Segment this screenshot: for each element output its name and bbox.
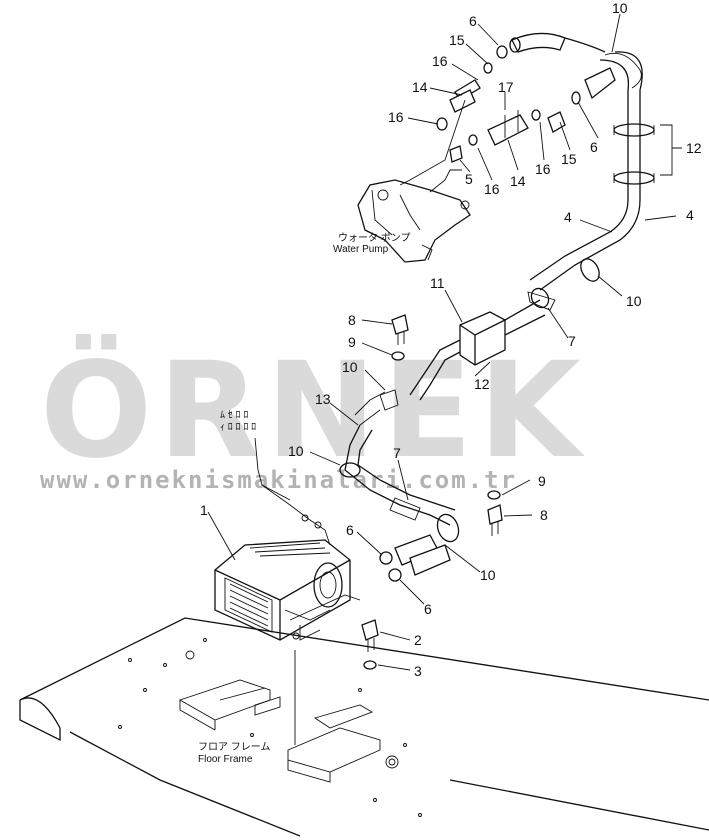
sensor-label: ﾑ ｾ ﾛ ﾛ: [220, 409, 248, 421]
muffler: [409, 287, 556, 401]
callout-16: 16: [484, 181, 500, 197]
callout-6: 6: [346, 522, 354, 538]
watermark-brand: ÖRNEK: [40, 334, 587, 488]
callout-8: 8: [348, 312, 356, 328]
callout-16: 16: [535, 161, 551, 177]
main-pipe: [529, 51, 655, 291]
floor-frame-en: Floor Frame: [198, 754, 253, 765]
callout-15: 15: [561, 151, 577, 167]
callout-9: 9: [538, 473, 546, 489]
callout-3: 3: [414, 663, 422, 679]
lower-pipe: [339, 389, 460, 582]
callout-8: 8: [540, 507, 548, 523]
water-pump-jp: ウォータ ポンプ: [338, 232, 410, 244]
callout-16: 16: [432, 53, 448, 69]
callout-7: 7: [568, 333, 576, 349]
callout-10: 10: [626, 293, 642, 309]
callout-10: 10: [342, 359, 358, 375]
callout-6: 6: [424, 601, 432, 617]
floor-frame: [19, 617, 709, 837]
callout-10: 10: [480, 567, 496, 583]
callout-12: 12: [474, 376, 490, 392]
callout-4: 4: [686, 207, 694, 223]
sensor-label-2: ｨ ﾛ ﾛ ﾛ ﾛ: [220, 422, 256, 433]
leader-lines: [207, 13, 682, 745]
callout-15: 15: [449, 32, 465, 48]
callout-17: 17: [498, 79, 514, 95]
callout-7: 7: [393, 445, 401, 461]
callout-12: 12: [686, 140, 702, 156]
heater-unit: [214, 539, 361, 641]
callout-6: 6: [469, 13, 477, 29]
callout-4: 4: [564, 209, 572, 225]
floor-frame-jp: フロア フレーム: [198, 741, 270, 753]
callout-1: 1: [200, 502, 208, 518]
callout-2: 2: [414, 632, 422, 648]
floor-frame-caption: フロア フレーム Floor Frame: [198, 741, 270, 765]
sensor-wire: ﾑ ｾ ﾛ ﾛ ｨ ﾛ ﾛ ﾛ ﾛ: [220, 409, 331, 546]
watermark-url: www.orneknismakinalari.com.tr: [40, 466, 517, 494]
callout-10: 10: [288, 443, 304, 459]
callout-6: 6: [590, 139, 598, 155]
watermark: ÖRNEK www.orneknismakinalari.com.tr: [40, 334, 587, 494]
callout-14: 14: [412, 79, 428, 95]
water-pump-en: Water Pump: [333, 244, 389, 255]
callout-11: 11: [430, 275, 445, 291]
callout-10: 10: [612, 0, 628, 16]
callouts: 6 10 15 16 14 16 17 6 12 5 16 14 16 15 4…: [200, 0, 702, 679]
callout-5: 5: [465, 171, 473, 187]
callout-14: 14: [510, 173, 526, 189]
fasteners: [361, 314, 503, 670]
water-pump: ウォータ ポンプ Water Pump: [333, 169, 471, 263]
callout-16: 16: [388, 109, 404, 125]
callout-9: 9: [348, 334, 356, 350]
callout-13: 13: [315, 391, 331, 407]
